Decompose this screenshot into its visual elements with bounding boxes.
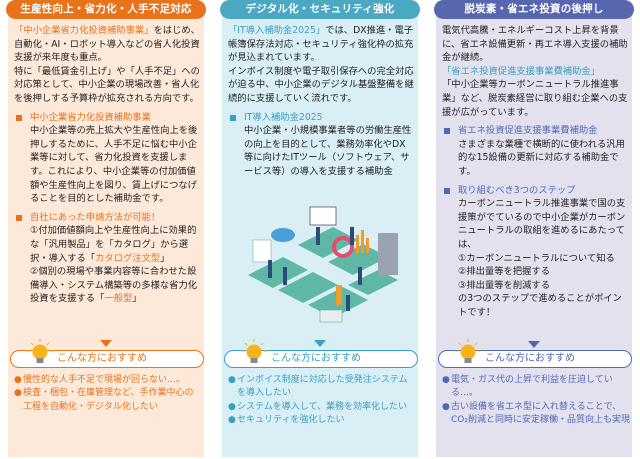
recommend-list: ●電気・ガス代の上昇で利益を圧迫している…。 ●古い設備を省エネ型に入れ替えるこ… — [442, 374, 630, 428]
column-content: 「IT導入補助金2025」では、DX推進・電子帳簿保存法対応・セキュリティ強化枠… — [228, 24, 414, 179]
column-decarbonization: 脱炭素・省エネ投資の後押し 電気代高騰・エネルギーコスト上昇を背景に、省エネ設備… — [434, 0, 634, 459]
column-content: 電気代高騰・エネルギーコスト上昇を背景に、省エネ設備更新・再エネ導入支援の補助金… — [442, 24, 628, 319]
list-item: ●システムを導入して、業務を効率化したい — [228, 401, 408, 412]
panel-background — [436, 9, 632, 457]
intro-text: 「IT導入補助金2025」では、DX推進・電子帳簿保存法対応・セキュリティ強化枠… — [228, 25, 414, 104]
column-header: デジタル化・セキュリティ強化 — [220, 0, 420, 19]
intro-highlight: 「中小企業省力化投資補助事業」 — [14, 25, 154, 36]
recommend-list: ●慢性的な人手不足で現場が回らない…。 ●検査・梱包・在庫管理など、手作業中心の… — [14, 374, 202, 414]
recommend-list: ●インボイス制度に対応した受発注システムを導入したい ●システムを導入して、業務… — [228, 374, 416, 428]
section-it-subsidy: IT導入補助金2025 中小企業・小規模事業者等の労働生産性の向上を目的として、… — [228, 111, 414, 179]
section-energy-subsidy: 省エネ投資促進支援事業費補助金 さまざまな業種で横断的に使われる汎用的な15設備… — [442, 124, 628, 178]
digital-business-illustration — [248, 206, 398, 323]
step-general: ②個別の現場や事業内容等に合わせた設備導入・システム構築等の多様な省力化投資を支… — [30, 266, 198, 305]
column-header: 脱炭素・省エネ投資の後押し — [434, 0, 634, 19]
column-header: 生産性向上・省力化・人手不足対応 — [6, 0, 206, 19]
step-item: ②排出量等を把握する — [458, 266, 551, 278]
list-item: ●セキュリティを強化したい — [228, 415, 345, 426]
lightbulb-icon — [241, 339, 267, 363]
section-application-methods: 自社にあった申請方法が可能！ ①付加価値額向上や生産性向上に効果的な「汎用製品」… — [14, 211, 200, 306]
column-productivity: 生産性向上・省力化・人手不足対応 「中小企業省力化投資補助事業」をはじめ、自動化… — [6, 0, 206, 459]
section-subsidy: 中小企業省力化投資補助事業 中小企業等の売上拡大や生産性向上を後押しするために、… — [14, 111, 200, 206]
down-arrow-icon — [100, 340, 112, 347]
step-item: ③排出量等を削減する — [458, 279, 551, 291]
square-bullet-icon — [444, 187, 450, 194]
square-bullet-icon — [16, 114, 22, 121]
recommend-banner: こんな方におすすめ — [10, 339, 204, 368]
intro-text: 「中小企業省力化投資補助事業」をはじめ、自動化・AI・ロボット導入などの省人化投… — [14, 25, 200, 104]
square-bullet-icon — [444, 128, 450, 135]
recommend-banner: こんな方におすすめ — [224, 339, 418, 368]
intro-highlight: 「IT導入補助金2025」 — [228, 25, 326, 36]
list-item: ●インボイス制度に対応した受発注システムを導入したい — [228, 375, 408, 399]
square-bullet-icon — [16, 214, 22, 221]
intro-text: 電気代高騰・エネルギーコスト上昇を背景に、省エネ設備更新・再エネ導入支援の補助金… — [442, 25, 628, 118]
square-bullet-icon — [230, 114, 236, 121]
column-content: 「中小企業省力化投資補助事業」をはじめ、自動化・AI・ロボット導入などの省人化投… — [14, 24, 200, 306]
step-item: ①カーボンニュートラルについて知る — [458, 252, 615, 264]
step-catalog: ①付加価値額向上や生産性向上に効果的な「汎用製品」を「カタログ」から選択・導入す… — [30, 225, 197, 264]
section-three-steps: 取り組むべき3つのステップ カーボンニュートラル推進事業で国の支援策がでているの… — [442, 184, 628, 320]
list-item: ●慢性的な人手不足で現場が回らない…。 — [14, 375, 186, 385]
lightbulb-icon — [455, 339, 481, 363]
down-arrow-icon — [314, 340, 326, 347]
list-item: ●古い設備を省エネ型に入れ替えることで、CO₂削減と同時に安定稼働・品質向上も実… — [442, 401, 630, 426]
recommend-banner: こんな方におすすめ — [438, 339, 632, 368]
lightbulb-icon — [27, 339, 53, 363]
column-digital: デジタル化・セキュリティ強化 「IT導入補助金2025」では、DX推進・電子帳簿… — [220, 0, 420, 459]
intro-highlight: 「省エネ投資促進支援事業費補助金」 — [442, 65, 601, 77]
list-item: ●検査・梱包・在庫管理など、手作業中心の工程を自動化・デジタル化したい — [14, 388, 194, 412]
panel-background — [8, 9, 204, 457]
list-item: ●電気・ガス代の上昇で利益を圧迫している…。 — [442, 375, 613, 399]
down-arrow-icon — [528, 341, 540, 348]
